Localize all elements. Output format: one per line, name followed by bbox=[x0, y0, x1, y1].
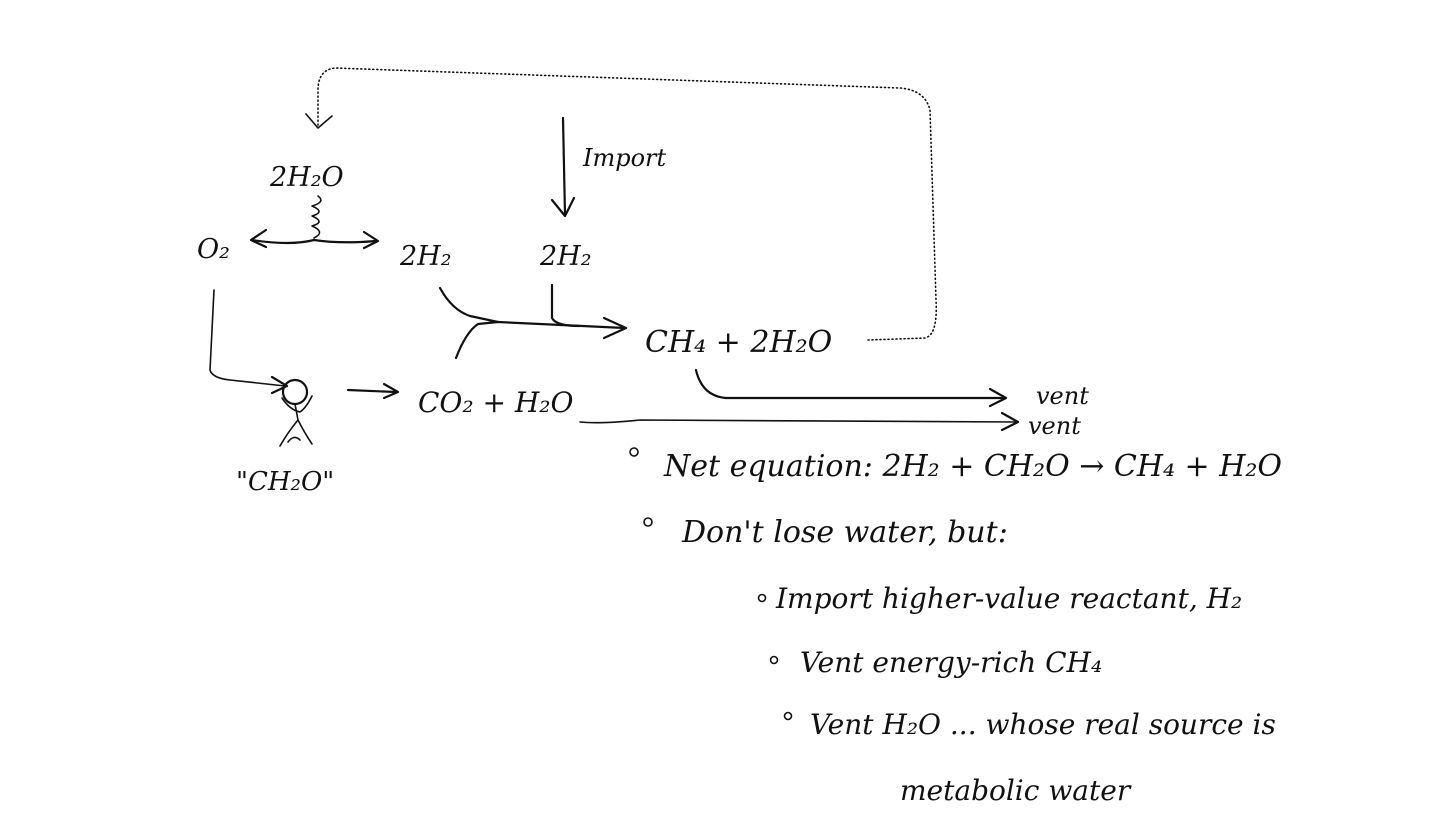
h2-left-merge-line bbox=[438, 286, 500, 324]
note-net-equation: Net equation: 2H₂ + CH₂O → CH₄ + H₂O bbox=[663, 449, 1282, 484]
products-label: CH₄ + 2H₂O bbox=[645, 325, 832, 360]
vent-label-1: vent bbox=[1036, 382, 1089, 410]
ch4-vent-arrowhead bbox=[988, 387, 1008, 408]
person-to-co2-arrowhead bbox=[382, 382, 400, 400]
import-arrowhead bbox=[550, 196, 576, 218]
sub-bullet-icon bbox=[769, 655, 779, 665]
bullet-icon bbox=[643, 517, 653, 527]
h2o-vent-arrow bbox=[579, 419, 1017, 424]
recycle-loop-arrow bbox=[317, 67, 938, 341]
import-arrow bbox=[561, 116, 567, 217]
h2o-vent-arrowhead bbox=[1000, 411, 1020, 432]
h2-right-merge-line bbox=[550, 283, 582, 328]
note-dont-lose-water: Don't lose water, but: bbox=[681, 515, 1008, 550]
recycle-loop-arrowhead bbox=[305, 113, 333, 129]
o2-label: O₂ bbox=[197, 234, 230, 265]
merge-arrowhead bbox=[602, 316, 628, 340]
import-label: Import bbox=[582, 144, 667, 172]
note-vent-h2o: Vent H₂O ... whose real source is bbox=[810, 708, 1276, 741]
h2-arrowhead bbox=[362, 230, 380, 250]
food-label: "CH₂O" bbox=[236, 467, 334, 497]
h2-left-label: 2H₂ bbox=[399, 241, 452, 272]
vent-label-2: vent bbox=[1028, 412, 1081, 440]
o2-to-person-arrowhead bbox=[270, 375, 289, 395]
ch4-vent-arrow bbox=[694, 368, 1006, 400]
o2-to-person-arrow bbox=[209, 289, 286, 387]
person-to-co2-arrow bbox=[346, 388, 398, 394]
sub-bullet-icon bbox=[783, 711, 793, 721]
o2-arrowhead bbox=[249, 228, 268, 249]
co2-merge-line bbox=[454, 320, 500, 360]
split-arrow-to-o2 bbox=[250, 238, 316, 245]
person-figure bbox=[279, 378, 313, 447]
water-top-label: 2H₂O bbox=[269, 162, 344, 193]
note-metabolic-water: metabolic water bbox=[900, 774, 1132, 807]
h2-right-label: 2H₂ bbox=[539, 241, 592, 272]
co2-h2o-label: CO₂ + H₂O bbox=[418, 386, 574, 419]
note-import-h2: Import higher-value reactant, H₂ bbox=[775, 582, 1242, 615]
bullet-icon bbox=[629, 447, 639, 457]
notes-list: Net equation: 2H₂ + CH₂O → CH₄ + H₂O Don… bbox=[629, 447, 1282, 807]
split-arrow-to-h2 bbox=[312, 238, 378, 244]
note-vent-ch4: Vent energy-rich CH₄ bbox=[800, 646, 1102, 679]
sub-bullet-icon bbox=[757, 593, 767, 603]
electrolysis-squiggle bbox=[311, 195, 322, 239]
